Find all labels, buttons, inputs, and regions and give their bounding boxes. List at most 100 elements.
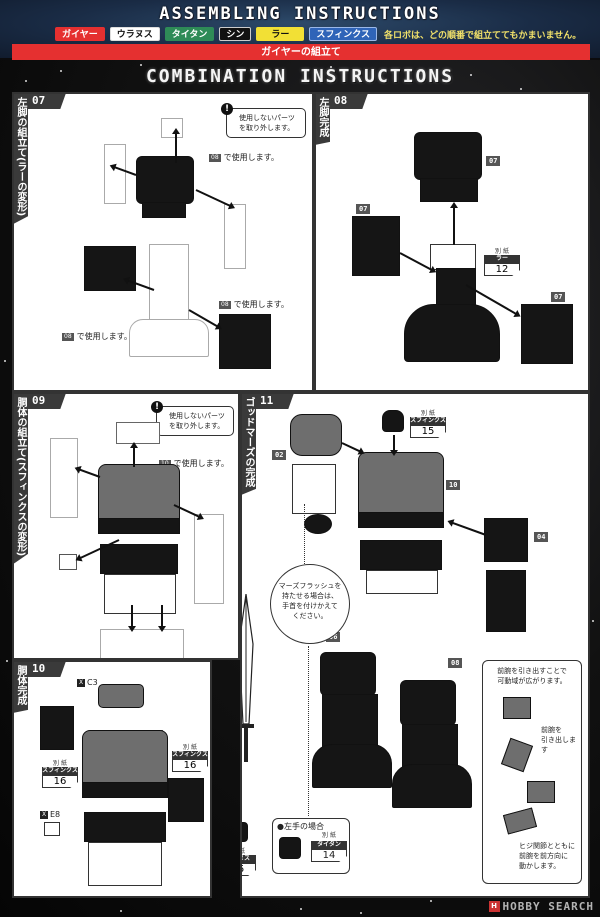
separate-sheet-sphinx-15: 別 紙 スフィンクス 15 — [410, 408, 446, 438]
separate-label: 別 紙 — [421, 410, 435, 417]
head-robot-face — [290, 414, 342, 456]
separate-number: 16 — [42, 775, 78, 788]
bubble-line: 前腕を — [541, 726, 562, 734]
torso-legs — [104, 574, 176, 614]
part-e8 — [44, 822, 60, 836]
leg-panel-right — [521, 304, 573, 364]
removed-arm-right — [224, 204, 246, 269]
arm-diagram-upper-2 — [527, 781, 555, 803]
arrow — [453, 205, 455, 245]
step-08-side-label: 左脚完成 — [316, 94, 330, 145]
arm-pull-note: 前腕を 引き出します — [541, 725, 581, 755]
removed-arm-left — [104, 144, 126, 204]
hobby-search-watermark: H HOBBY SEARCH — [488, 900, 594, 913]
torso-belt — [98, 518, 180, 534]
separate-number: 15 — [410, 425, 446, 438]
warning-icon: ! — [151, 401, 163, 413]
combined-torso-belt — [358, 512, 444, 528]
step-07-number: 07 — [28, 94, 66, 109]
separate-name: ラー — [484, 255, 520, 263]
bubble-line: 引き出します — [541, 736, 576, 754]
star — [4, 360, 6, 362]
combined-torso-head — [358, 452, 444, 514]
mars-flash-sword-icon — [242, 593, 256, 764]
arrow — [393, 435, 395, 453]
part-c3-cap — [98, 684, 144, 708]
note-line: ください。 — [292, 612, 328, 620]
arm-mobility-bubble: 前腕を引き出すことで 可動域が広がります。 前腕を 引き出します ヒジ関節ととも… — [482, 660, 582, 884]
step-08-panel: 左脚完成 08 07 07 07 別 紙 ラー 12 — [314, 92, 590, 392]
note-line: マーズフラッシュを — [278, 582, 342, 590]
arrow — [195, 189, 233, 208]
ref-tag: 08 — [209, 153, 221, 162]
use-note-text: で使用します。 — [223, 153, 279, 162]
legend-chip-titan: タイタン — [164, 27, 215, 41]
watermark-text: HOBBY SEARCH — [502, 900, 594, 913]
separate-label: 別 紙 — [242, 846, 256, 855]
arm-diagram-forearm-2 — [502, 807, 538, 835]
legend-chip-uranus: ウラヌス — [109, 27, 160, 41]
note-line: 持たせる場合は、 — [282, 592, 338, 600]
separate-number: 12 — [484, 263, 520, 276]
star — [140, 64, 142, 66]
removed-arm-left — [50, 438, 78, 518]
separate-name: スフィンクス — [42, 767, 78, 775]
x-part-e8: X E8 — [40, 810, 60, 819]
leg-ghost-foot — [129, 319, 209, 357]
star — [520, 88, 522, 90]
warning-icon: ! — [221, 103, 233, 115]
removed-top-part — [116, 422, 160, 444]
note-text: 使用しないパーツを取り外します。 — [239, 114, 295, 132]
section-red-bar: ガイヤーの組立て — [12, 44, 590, 60]
step-08-number: 08 — [330, 94, 368, 109]
hobby-search-logo-icon: H — [488, 901, 500, 912]
star — [360, 912, 362, 914]
right-shoulder — [168, 778, 204, 822]
leg-ghost-body — [149, 244, 189, 324]
step-11-number: 11 — [256, 394, 294, 409]
dotted-guide — [304, 504, 305, 564]
star — [60, 70, 62, 72]
step-10-panel: 胴体完成 10 X C3 X E8 09 別 紙 スフィンクス 16 別 紙 ス… — [12, 660, 212, 898]
part-tag-04: 04 — [534, 532, 549, 542]
torso-head — [98, 464, 180, 520]
part-tag-07: 07 — [551, 292, 566, 302]
step-11-panel: ゴッドマーズの完成 11 02 別 紙 スフィンクス 15 10 04 06 0… — [240, 392, 590, 898]
separate-label: 別 紙 — [53, 760, 67, 767]
arrow — [399, 252, 435, 272]
left-shoulder — [40, 706, 74, 750]
arm-robot-04-block — [484, 518, 528, 562]
bubble-line: 前腕を引き出すことで — [497, 667, 567, 675]
leg-robot-08-head — [400, 680, 456, 726]
instructions-header: ASSEMBLING INSTRUCTIONS ガイヤー ウラヌス タイタン シ… — [0, 0, 600, 60]
leg-side-panel-left — [84, 246, 136, 291]
note-text: 使用しないパーツを取り外します。 — [169, 412, 225, 430]
part-tag-07: 07 — [486, 156, 501, 166]
part-tag-08: 08 — [448, 658, 463, 668]
arrow — [175, 131, 177, 163]
part-tag-02: 02 — [272, 450, 287, 460]
separate-sheet-sphinx-16-right: 別 紙 スフィンクス 16 — [172, 742, 208, 772]
leg-connector-top — [430, 244, 476, 270]
legend-chip-gaiya: ガイヤー — [55, 27, 105, 41]
step-09-number: 09 — [28, 394, 66, 409]
combined-torso-hips — [366, 570, 438, 594]
part-tag-06: 06 — [326, 632, 341, 642]
separate-name: スフィンクス — [410, 417, 446, 425]
step-11-side-label: ゴッドマーズの完成 — [242, 394, 256, 495]
star — [300, 908, 302, 910]
leg-head-block — [136, 156, 194, 204]
star — [430, 900, 432, 902]
combined-torso-waist — [360, 540, 442, 570]
step-09-side-label: 胴体の組立て(スフィンクスの変形) — [14, 394, 28, 565]
step-07-use-note-top: 08 で使用します。 — [209, 152, 279, 163]
separate-sheet-titan-14: 別 紙 タイタン 14 — [311, 831, 347, 862]
leg-robot-06-foot — [312, 744, 392, 788]
robot-color-legend: ガイヤー ウラヌス タイタン シン ラー スフィンクス 各ロボは、どの順番で組立… — [55, 27, 581, 41]
separate-name: ウラヌス — [242, 855, 256, 863]
legend-chip-shin: シン — [219, 27, 252, 41]
ref-tag: 08 — [219, 300, 231, 309]
arrow — [131, 605, 133, 629]
legend-chip-sphinx: スフィンクス — [309, 27, 377, 41]
arrow — [133, 445, 135, 467]
